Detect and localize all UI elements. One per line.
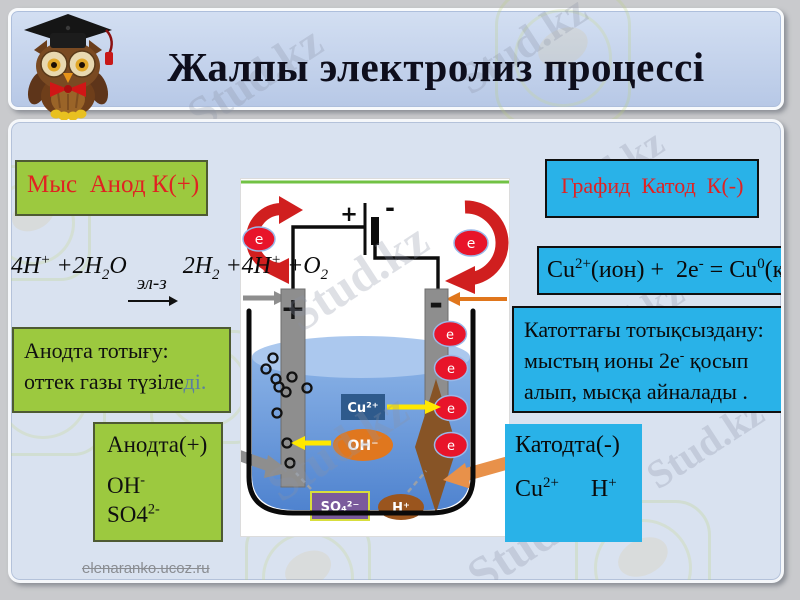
reaction-arrow [127,296,178,306]
reduction-line2-sup: - [679,347,685,363]
electron-label: e [446,328,454,343]
cathode-ions-title: Катодта(-) [515,432,620,458]
oxidation-line2-black: оттек газы түзіле [24,368,184,394]
equation-segment: 2+ [575,256,591,272]
ion-charge: + [608,475,617,491]
ion-base: H [590,476,609,502]
liquid-surface [252,336,470,378]
battery-symbol: + - [340,194,395,255]
electron-flow-arrow-left: e [242,196,303,284]
cathode-ions-box: Катодта(-) Cu2+ H+ [505,424,642,542]
cathode-header-box: Графид Катод К(-) [545,159,759,218]
battery-minus-label: - [385,194,395,222]
owl-mascot-image [24,14,113,120]
anode-ion-oh: OH- SO42- [107,472,221,530]
electron-label: e [467,236,476,252]
oxidation-line2: оттек газы түзіледі. [24,367,229,398]
ion-base: Cu [515,476,544,502]
equation-segment: 2 [212,266,220,283]
equation-segment: Cu [547,257,576,283]
equation-segment: = Cu [703,257,758,283]
cathode-reduction-box: Катоттағы тотықсыздану: мыстың ионы 2е- … [512,306,781,413]
reduction-line2-text2: қосып [684,348,749,374]
equation-segment: 4H [11,253,41,279]
reduction-line3: алып, мысқа айналады . [524,379,748,405]
anode-big-arrow [236,449,291,478]
beaker-outline [246,308,476,516]
electrolysis-diagram: + - e e [236,178,513,537]
cathode-minus-label: - [429,284,443,324]
source-url: elenaranko.ucoz.ru [82,560,210,577]
wire-right [373,243,440,291]
wire-left [291,225,365,291]
ion-charge: 2+ [543,475,559,491]
cu-ion-label: Cu²⁺ [341,394,441,420]
cathode-ions-line: Cu2+ H+ [515,475,642,503]
equation-segment: 0 [757,256,765,272]
cathode-equation-box: Cu2+(ион) + 2e- = Cu0(к) [537,246,784,295]
content-panel: + - e e [8,119,784,583]
cathode-header-label: Графид Катод К(-) [561,173,744,198]
electron-label: e [447,402,455,417]
equation-segment: 2 [320,266,329,283]
anode-header-label: Мыс Анод К(+) [27,171,200,198]
anode-oxidation-box: Анодта тотығу: оттек газы түзіледі. [12,327,231,413]
equation-segment: эл-з [136,273,167,294]
anode-ions-box: Анодта(+) OH- SO42- [93,422,223,542]
ion-charge: - [140,472,145,489]
title-panel: Stud.kz Stud.kz Жалпы электролиз процесс… [8,0,784,140]
reduction-line2: мыстың ионы 2е- қосып [524,345,781,376]
reduction-line2-text: мыстың ионы 2е [524,348,680,374]
electron-label: e [255,232,264,248]
electron-flow-arrow-right: e [445,200,509,294]
reduction-line1: Катоттағы тотықсыздану: [524,317,764,342]
oxidation-line1: Анодта тотығу: [24,338,169,363]
equation-segment: + [40,252,51,268]
page-title: Жалпы электролиз процессі [167,44,705,90]
ion-base: SO4 [107,501,148,527]
equation-segment: - [698,256,704,272]
svg-text:Cu²⁺: Cu²⁺ [347,401,378,416]
electron-label: e [447,362,455,377]
equation-segment: O [109,253,127,279]
electron-label: e [447,439,455,454]
equation-segment: 2H [176,253,213,279]
gas-bubbles [260,352,313,469]
svg-text:OH⁻: OH⁻ [347,438,378,454]
oxidation-line2-blue: ді. [183,368,207,394]
h-dash-arrow [407,470,427,493]
anode-header-box: Мыс Анод К(+) [15,160,208,216]
anode-ions-title: Анодта(+) [107,432,208,457]
cathode-electrons: e e e e [432,320,469,459]
oh-ion-label: OH⁻ [291,429,393,461]
ion-charge: 2- [147,501,160,518]
equation-segment: +O [281,253,321,279]
equation-segment: 2 [101,266,110,283]
battery-plus-label: + [340,202,358,226]
anode-plus-label: + [280,292,305,327]
equation-segment: + [271,252,282,268]
electrolysis-condition: эл-з [127,273,178,306]
equation-segment: (к) [764,257,784,283]
so4-dash-arrow [295,472,312,490]
ion-base: OH [107,473,141,498]
equation-segment: +2H [50,253,102,279]
cathode-big-arrow [443,455,513,489]
cathode-pointer-arrow [446,292,507,306]
equation-segment: +4H [219,253,272,279]
equation-segment: (ион) + 2e [590,257,699,283]
